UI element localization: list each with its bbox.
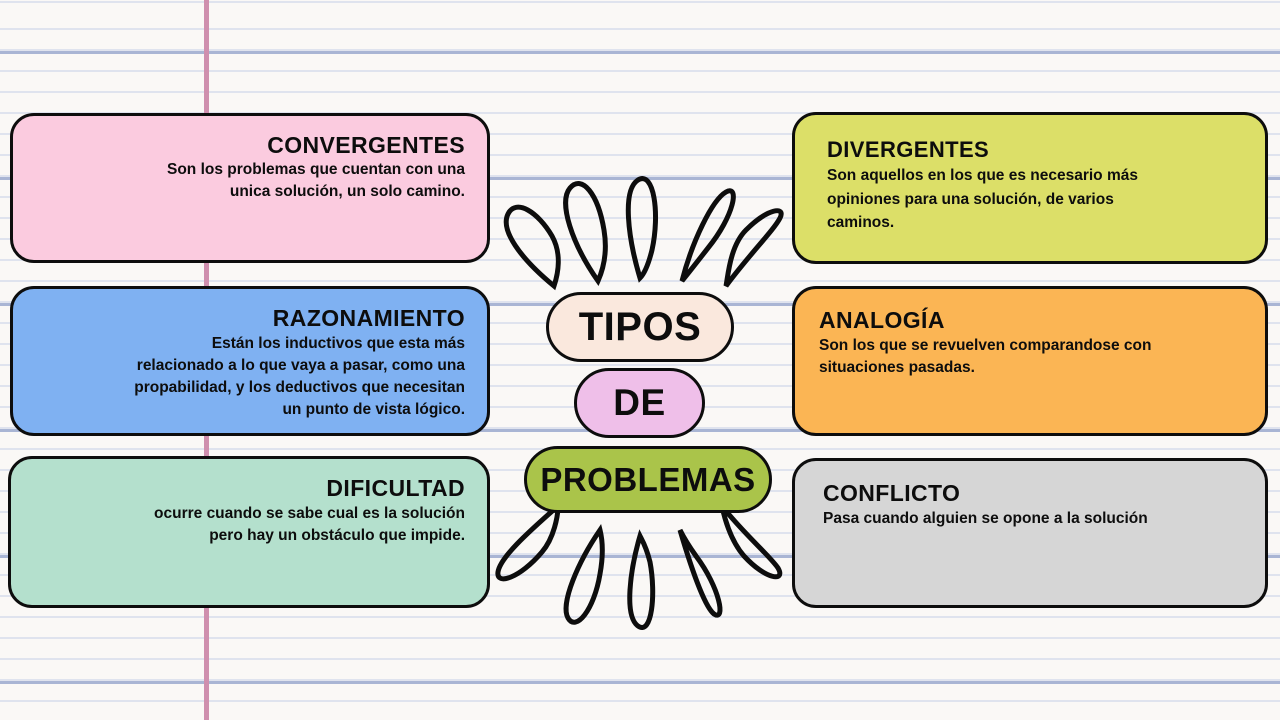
center-pill-de[interactable]: DE: [574, 368, 705, 438]
concept-body: Son aquellos en los que es necesario más…: [827, 167, 1138, 231]
concept-body: Son los que se revuelven comparandose co…: [819, 337, 1152, 377]
concept-title: RAZONAMIENTO: [272, 305, 465, 331]
concept-body: Están los inductivos que esta más relaci…: [134, 335, 465, 419]
concept-box-analogia[interactable]: ANALOGÍA Son los que se revuelven compar…: [792, 286, 1268, 436]
concept-box-convergentes[interactable]: CONVERGENTES Son los problemas que cuent…: [10, 113, 490, 263]
concept-title: DIFICULTAD: [326, 475, 465, 501]
bold-rule-line: [0, 51, 1280, 54]
concept-box-dificultad[interactable]: DIFICULTAD ocurre cuando se sabe cual es…: [8, 456, 490, 608]
concept-title: CONFLICTO: [823, 480, 961, 506]
center-pill-tipos[interactable]: TIPOS: [546, 292, 734, 362]
center-pill-problemas[interactable]: PROBLEMAS: [524, 446, 772, 513]
concept-title: ANALOGÍA: [819, 307, 945, 333]
concept-box-conflicto[interactable]: CONFLICTO Pasa cuando alguien se opone a…: [792, 458, 1268, 608]
center-pill-label: TIPOS: [578, 304, 702, 349]
concept-box-razonamiento[interactable]: RAZONAMIENTO Están los inductivos que es…: [10, 286, 490, 436]
concept-body: Son los problemas que cuentan con una un…: [167, 161, 465, 201]
concept-box-divergentes[interactable]: DIVERGENTES Son aquellos en los que es n…: [792, 112, 1268, 264]
concept-title: DIVERGENTES: [827, 137, 990, 162]
center-pill-label: PROBLEMAS: [540, 460, 756, 498]
concept-body: ocurre cuando se sabe cual es la solució…: [154, 505, 465, 545]
concept-body: Pasa cuando alguien se opone a la soluci…: [823, 510, 1148, 528]
concept-title: CONVERGENTES: [267, 132, 465, 158]
bold-rule-line: [0, 681, 1280, 684]
center-pill-label: DE: [613, 382, 666, 423]
